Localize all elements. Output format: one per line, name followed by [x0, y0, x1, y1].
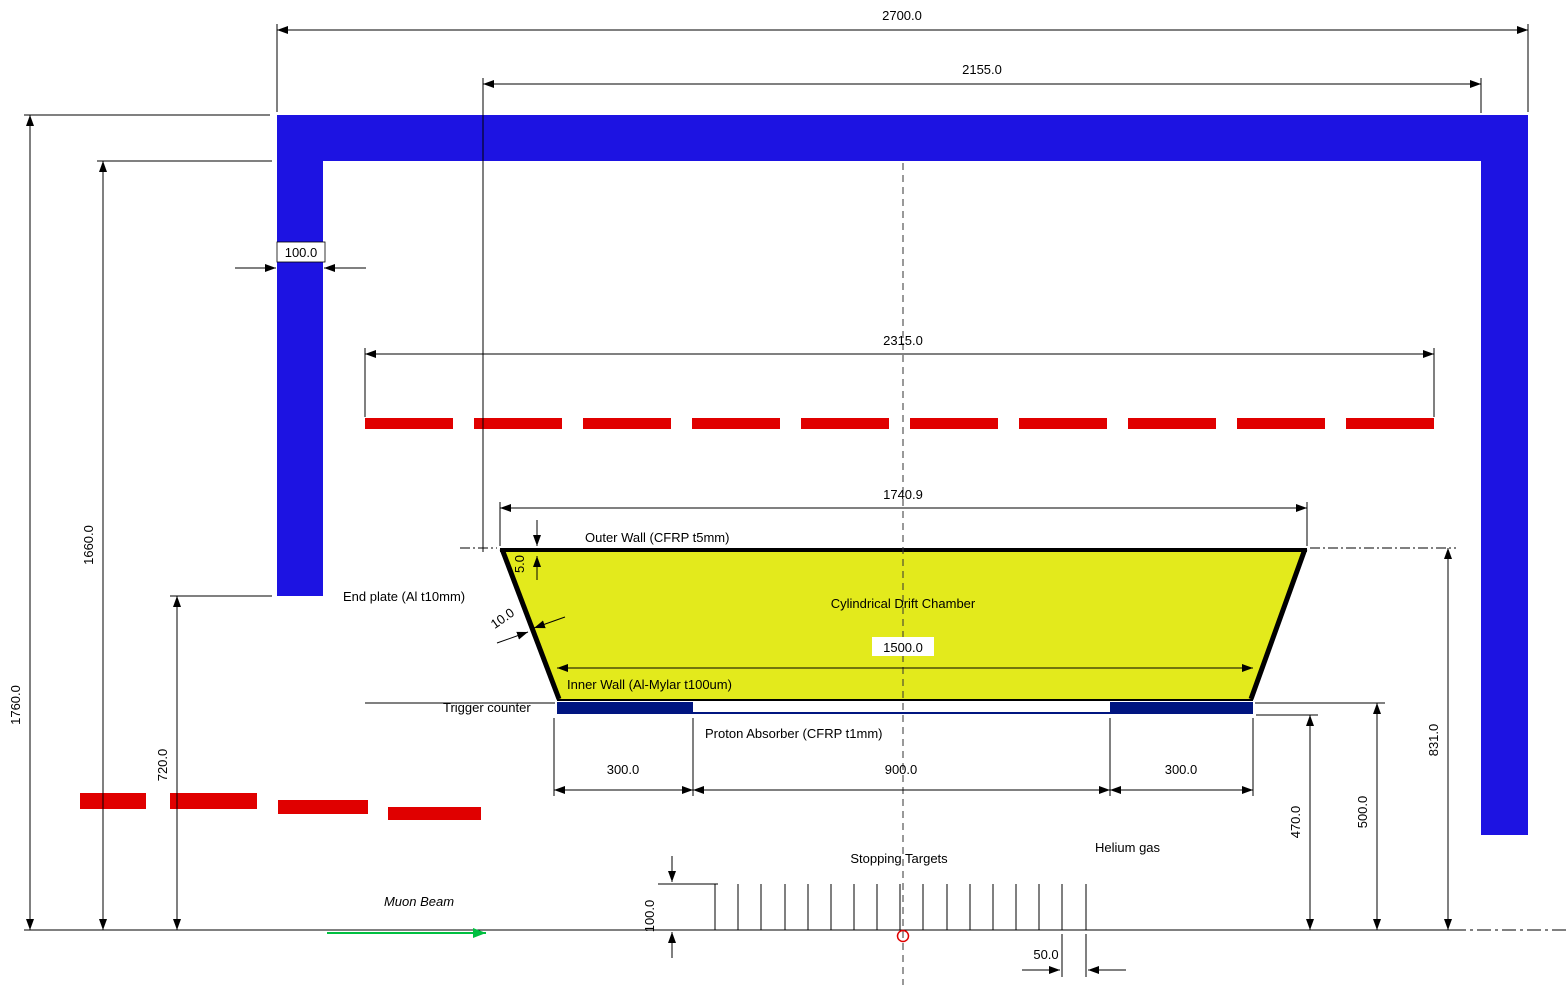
end-plate-right: [1248, 548, 1308, 700]
dim-label: 500.0: [1355, 796, 1370, 829]
dim-inner-width: 2155.0: [482, 62, 1482, 552]
coil-segment: [801, 418, 889, 429]
dim-label: 2155.0: [962, 62, 1002, 77]
coil-row-upper: [365, 418, 1434, 429]
dim-label: 100.0: [285, 245, 318, 260]
coil-segment: [583, 418, 671, 429]
dim-target-diameter: 100.0: [642, 856, 718, 958]
yoke-left-column: [277, 161, 323, 596]
dim-label: 720.0: [155, 749, 170, 782]
yoke-top-bar: [277, 115, 1528, 161]
dim-outer-wall-thickness: 5.0: [512, 520, 541, 580]
dim-yoke-thickness: 100.0: [235, 241, 366, 272]
trigger-counter-right: [1110, 702, 1253, 714]
coil-segment: [910, 418, 998, 429]
coil-segment: [365, 418, 453, 429]
dim-total-width: 2700.0: [276, 8, 1529, 112]
target-center-marker: [896, 929, 910, 943]
end-plate-label: End plate (Al t10mm): [343, 589, 465, 604]
dim-label: 2315.0: [883, 333, 923, 348]
dim-total-height: 1760.0: [8, 114, 270, 930]
outer-wall-label: Outer Wall (CFRP t5mm): [585, 530, 729, 545]
dim-label: 2700.0: [882, 8, 922, 23]
coil-segment: [80, 793, 146, 809]
coil-segment: [170, 793, 257, 809]
helium-gas-label: Helium gas: [1095, 840, 1161, 855]
end-plate-left: [499, 548, 562, 700]
coil-segment: [388, 807, 481, 820]
coil-segment: [692, 418, 780, 429]
dim-label: 900.0: [885, 762, 918, 777]
dim-label: 1660.0: [81, 525, 96, 565]
dim-target-spacing: 50.0: [1022, 934, 1126, 977]
dim-label: 1740.9: [883, 487, 923, 502]
dim-outer-wall-length: 1740.9: [499, 487, 1308, 546]
dim-inner-height: 1660.0: [81, 160, 272, 930]
coil-segment: [1019, 418, 1107, 429]
dim-label: 100.0: [642, 900, 657, 933]
stopping-targets-label: Stopping Targets: [850, 851, 948, 866]
dim-label-box: [872, 637, 934, 656]
yoke-right-column: [1481, 161, 1528, 835]
dim-label: 831.0: [1426, 724, 1441, 757]
dim-bottom-widths: 300.0 900.0 300.0: [553, 718, 1254, 796]
coil-segment: [1128, 418, 1216, 429]
dimension-arrow: [496, 631, 529, 644]
dim-label: 1500.0: [883, 640, 923, 655]
dim-outer-radius: 831.0: [1426, 548, 1452, 930]
dim-inner-radius: 500.0: [1355, 703, 1381, 930]
dim-label: 5.0: [512, 555, 527, 573]
component-labels: Outer Wall (CFRP t5mm) End plate (Al t10…: [343, 530, 1161, 866]
dimension-arrow: [533, 616, 566, 629]
dim-trigger-radius: 470.0: [1256, 714, 1318, 930]
dim-coil-span: 2315.0: [364, 333, 1435, 417]
chamber-label: Cylindrical Drift Chamber: [831, 596, 976, 611]
dim-label: 50.0: [1033, 947, 1058, 962]
trigger-counter-label: Trigger counter: [443, 700, 531, 715]
coil-row-lower: [80, 793, 481, 820]
trigger-counter-left: [557, 702, 693, 714]
dim-label: 470.0: [1288, 806, 1303, 839]
dim-label: 300.0: [1165, 762, 1198, 777]
coil-segment: [278, 800, 368, 814]
dim-label: 300.0: [607, 762, 640, 777]
coil-segment: [474, 418, 562, 429]
magnet-yoke: [277, 115, 1528, 835]
dim-label-box: [276, 241, 326, 263]
proton-absorber-label: Proton Absorber (CFRP t1mm): [705, 726, 882, 741]
stopping-targets: [714, 884, 1087, 943]
dim-yoke-side-height: 720.0: [155, 595, 272, 930]
inner-wall-label: Inner Wall (Al-Mylar t100um): [567, 677, 732, 692]
muon-beam: Muon Beam: [327, 894, 486, 938]
coil-segment: [1346, 418, 1434, 429]
dim-label: 1760.0: [8, 685, 23, 725]
dim-inner-wall-length: 1500.0: [557, 637, 1253, 672]
muon-beam-label: Muon Beam: [384, 894, 454, 909]
coil-segment: [1237, 418, 1325, 429]
